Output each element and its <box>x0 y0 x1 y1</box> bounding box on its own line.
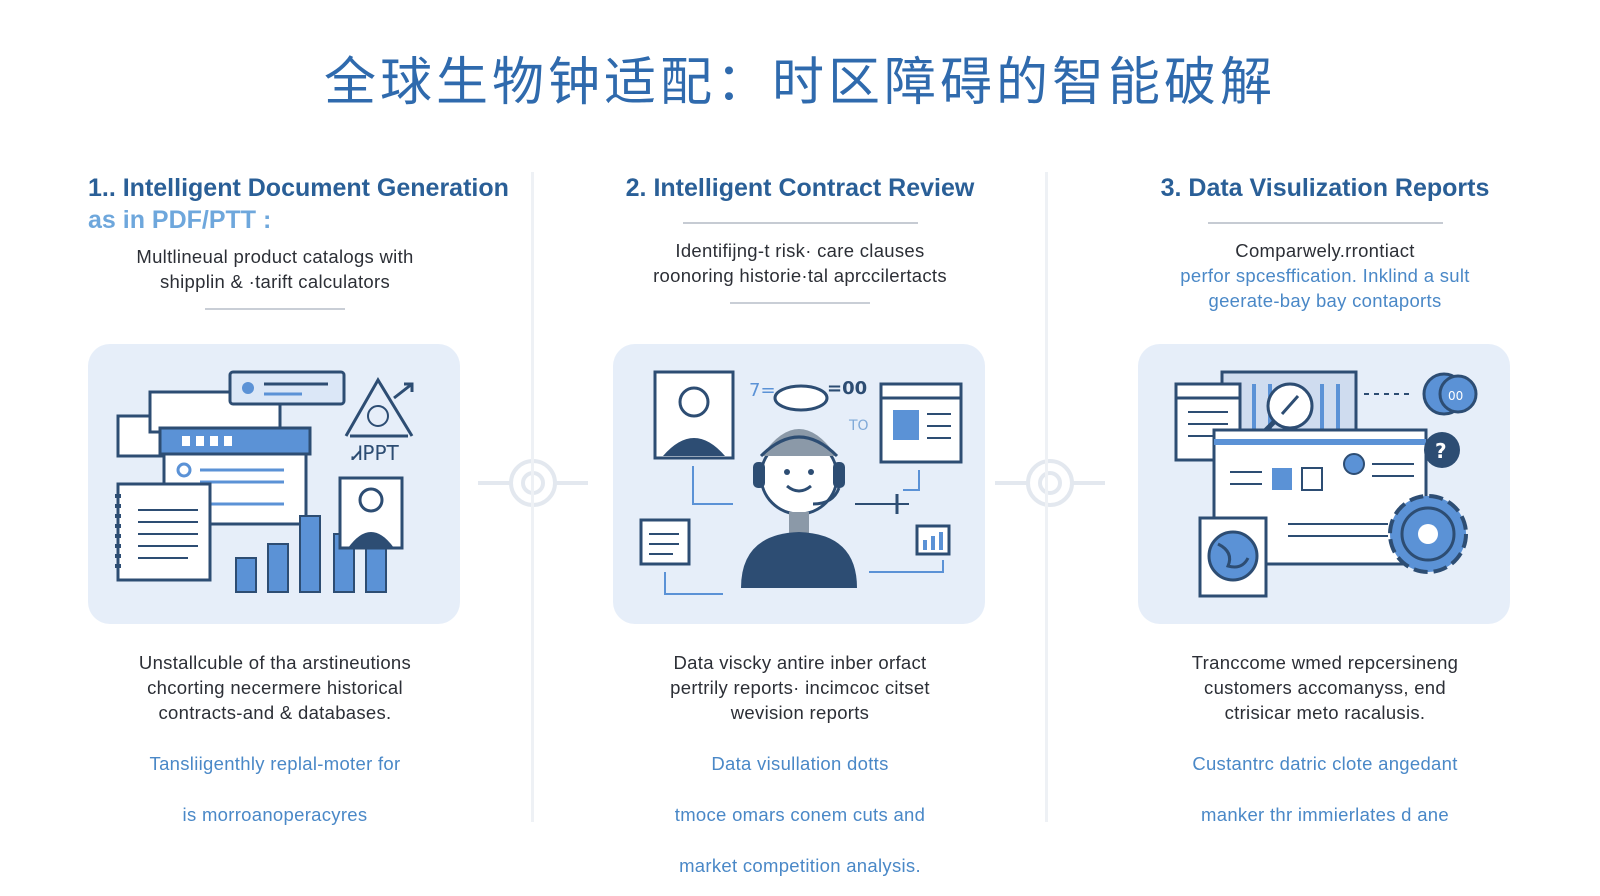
ppt-label: ᏗPPT <box>351 441 400 465</box>
divider-rule <box>1207 222 1443 224</box>
page-title: 全球生物钟适配：时区障碍的智能破解 <box>323 53 1276 113</box>
column-highlight-line: Data visullation dotts <box>711 753 889 774</box>
column-body-line: contracts-and & databases. <box>158 702 392 723</box>
column-highlight-line: Tansliigenthly replal-moter for <box>149 753 401 774</box>
column-heading-light: as in PDF/PTT : <box>88 206 272 234</box>
illustration-agent: 7= =00 TO <box>613 344 985 624</box>
column-description-line: perfor spcesffication. Inklind a sult <box>1180 265 1470 286</box>
column-highlight-line: Custantrc datric clote angedant <box>1192 753 1458 774</box>
column-contract-review: 2. Intelligent Contract Review Identifij… <box>565 172 1035 876</box>
gear-label: 00 <box>1448 389 1463 403</box>
connector-node-2 <box>995 459 1105 507</box>
column-description-line: roonoring historie·tal aprccilertacts <box>653 265 947 286</box>
dashboard-illustration: 00 ? <box>1174 370 1478 598</box>
column-highlight-line: is morroanoperacyres <box>182 804 368 825</box>
illustration-dashboard: 00 ? <box>1138 344 1510 624</box>
column-body-line: ctrisicar meto racalusis. <box>1224 702 1426 723</box>
column-body-line: Data viscky antire inber orfact <box>673 652 927 673</box>
svg-text:?: ? <box>1435 439 1447 463</box>
column-heading-main: 1.. Intelligent Document Generation <box>88 174 509 202</box>
column-divider-2 <box>1045 172 1048 822</box>
column-body-line: Unstallcuble of tha arstineutions <box>138 652 412 673</box>
documents-charts-illustration: ᏗPPT <box>115 370 414 593</box>
column-body-line: pertrily reports· incimcoc citset <box>670 677 930 698</box>
divider-rule <box>682 222 918 224</box>
to-label: TO <box>848 418 869 434</box>
number-label-left: 7= <box>749 380 776 401</box>
column-heading: 1.. Intelligent Document Generation as i… <box>40 172 510 236</box>
column-body-line: Tranccome wmed repcersineng <box>1191 652 1459 673</box>
column-document-generation: 1.. Intelligent Document Generation as i… <box>40 172 510 852</box>
divider-rule <box>730 302 870 304</box>
column-description-line: shipplin & ·tarift calculators <box>159 271 391 292</box>
illustration-documents: ᏗPPT <box>88 344 460 624</box>
column-highlight-line: tmoce omars conem cuts and <box>674 804 926 825</box>
column-highlight-line: manker thr immierlates d ane <box>1201 804 1449 825</box>
column-heading: 2. Intelligent Contract Review <box>625 174 975 202</box>
column-description-line: Multlineual product catalogs with <box>136 246 414 267</box>
column-description-line: geerate-bay bay contaports <box>1208 290 1442 311</box>
column-body-line: wevision reports <box>730 702 870 723</box>
column-data-visualization: 3. Data Visulization Reports Comparwely.… <box>1090 172 1560 852</box>
support-agent-illustration: 7= =00 TO <box>639 370 963 595</box>
column-description-line: Identifijng-t risk· care clauses <box>675 240 925 261</box>
column-highlight-line: market competition analysis. <box>679 855 921 876</box>
column-body-line: chcorting necermere historical <box>147 677 403 698</box>
column-description-line: Comparwely.rrontiact <box>1235 240 1415 261</box>
divider-rule <box>205 308 345 310</box>
column-heading: 3. Data Visulization Reports <box>1160 174 1490 202</box>
column-divider-1 <box>531 172 534 822</box>
column-body-line: customers accomanyss, end <box>1204 677 1446 698</box>
number-label-right: =00 <box>827 378 867 399</box>
